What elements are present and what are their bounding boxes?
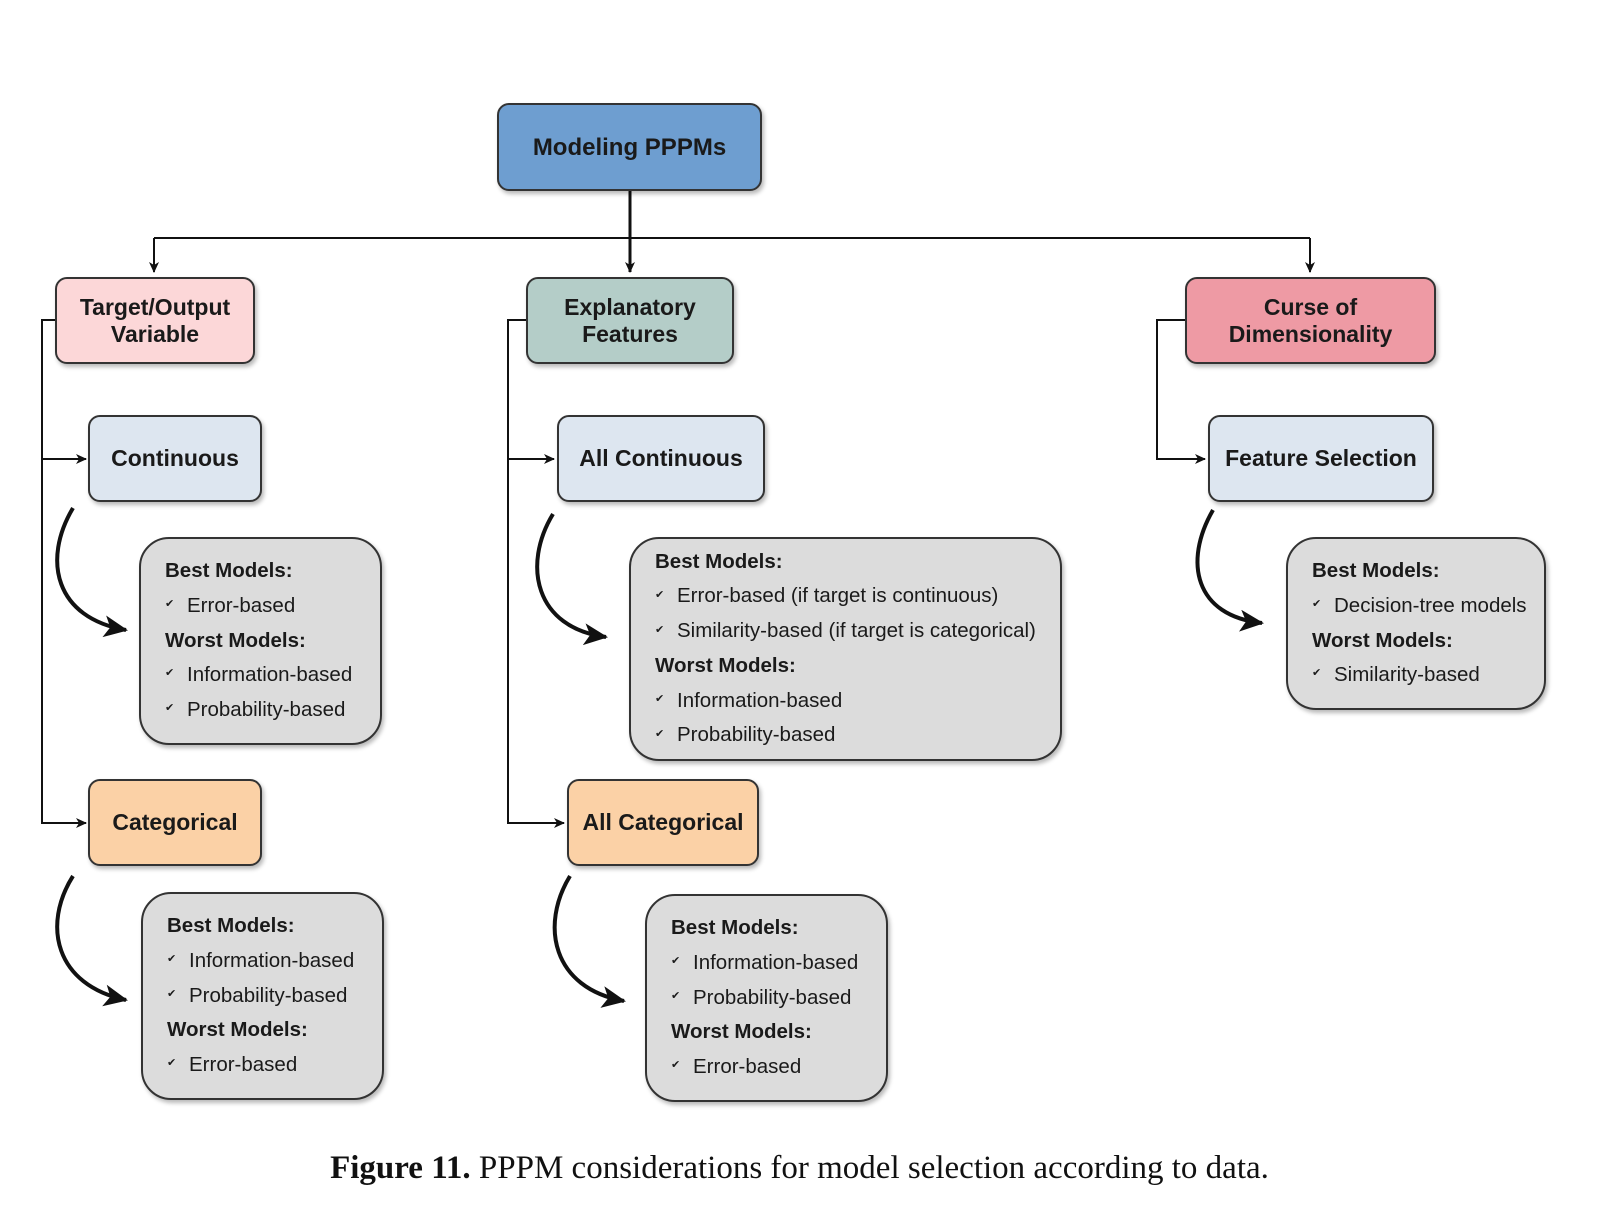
checkmark-icon: ✔ [655, 623, 665, 636]
best-models-heading: Best Models: [167, 914, 295, 938]
worst-models-heading: Worst Models: [1312, 628, 1453, 652]
all-categorical-curved-arrow [552, 874, 626, 1008]
feature-selection-node: Feature Selection [1208, 415, 1434, 502]
all-continuous-models-box: Best Models: ✔Error-based (if target is … [629, 537, 1062, 761]
list-item: ✔Error-based [165, 589, 366, 624]
checkmark-icon: ✔ [165, 702, 175, 715]
diagram-connectors [41, 190, 1315, 1008]
all-continuous-curved-arrow [535, 512, 608, 646]
list-item: ✔Information-based [655, 684, 1046, 719]
best-models-heading: Best Models: [165, 559, 293, 583]
to-feature-selection-arrow [1156, 319, 1206, 464]
checkmark-icon: ✔ [671, 1059, 681, 1072]
feature-selection-models-box: Best Models: ✔Decision-tree models Worst… [1286, 537, 1546, 710]
list-item: ✔Probability-based [165, 693, 366, 728]
modeling-pppms-label: Modeling PPPMs [532, 133, 727, 161]
checkmark-icon: ✔ [167, 1057, 177, 1070]
all-categorical-label: All Categorical [582, 809, 744, 835]
checkmark-icon: ✔ [165, 598, 175, 611]
checkmark-icon: ✔ [167, 953, 177, 966]
list-item: ✔Probability-based [655, 718, 1046, 753]
continuous-label: Continuous [111, 445, 239, 471]
to-all-categorical-arrow [507, 319, 565, 828]
feature-selection-curved-arrow [1195, 509, 1264, 632]
explanatory-features-label: Explanatory Features [564, 293, 696, 347]
list-item: ✔Probability-based [167, 979, 368, 1014]
worst-models-heading: Worst Models: [167, 1018, 308, 1042]
list-item: ✔Error-based [167, 1048, 368, 1083]
figure-caption: Figure 11. PPPM considerations for model… [0, 1150, 1599, 1187]
best-models-heading: Best Models: [655, 549, 783, 573]
to-categorical-arrow [41, 319, 87, 828]
curse-of-dimensionality-label: Curse of Dimensionality [1228, 293, 1393, 347]
list-item: ✔Error-based [671, 1050, 872, 1085]
list-item: ✔Information-based [167, 944, 368, 979]
target-output-variable-node: Target/Output Variable [55, 277, 255, 364]
feature-selection-label: Feature Selection [1225, 445, 1417, 471]
checkmark-icon: ✔ [655, 727, 665, 740]
all-categorical-node: All Categorical [567, 779, 759, 866]
worst-models-heading: Worst Models: [655, 654, 796, 677]
list-item: ✔Error-based (if target is continuous) [655, 579, 1046, 614]
figure-caption-text: PPPM considerations for model selection … [478, 1150, 1269, 1186]
list-item: ✔Decision-tree models [1312, 589, 1530, 624]
list-item: ✔Similarity-based [1312, 658, 1530, 693]
best-models-heading: Best Models: [671, 916, 799, 940]
categorical-label: Categorical [112, 809, 238, 835]
best-models-heading: Best Models: [1312, 559, 1440, 583]
categorical-models-box: Best Models: ✔Information-based ✔Probabi… [141, 892, 384, 1100]
modeling-pppms-node: Modeling PPPMs [497, 103, 762, 191]
checkmark-icon: ✔ [165, 667, 175, 680]
continuous-curved-arrow [55, 506, 128, 638]
checkmark-icon: ✔ [655, 588, 665, 601]
all-categorical-models-box: Best Models: ✔Information-based ✔Probabi… [645, 894, 888, 1102]
curse-of-dimensionality-node: Curse of Dimensionality [1185, 277, 1436, 364]
worst-models-heading: Worst Models: [671, 1020, 812, 1044]
all-continuous-node: All Continuous [557, 415, 765, 502]
categorical-node: Categorical [88, 779, 262, 866]
checkmark-icon: ✔ [167, 987, 177, 1000]
explanatory-features-node: Explanatory Features [526, 277, 734, 364]
checkmark-icon: ✔ [671, 989, 681, 1002]
figure-number: Figure 11. [330, 1150, 471, 1186]
target-output-variable-label: Target/Output Variable [79, 293, 231, 347]
list-item: ✔Information-based [165, 658, 366, 693]
all-continuous-label: All Continuous [579, 445, 743, 471]
checkmark-icon: ✔ [1312, 667, 1322, 680]
list-item: ✔Information-based [671, 946, 872, 981]
list-item: ✔Similarity-based (if target is categori… [655, 614, 1046, 649]
list-item: ✔Probability-based [671, 981, 872, 1016]
checkmark-icon: ✔ [1312, 598, 1322, 610]
checkmark-icon: ✔ [671, 955, 681, 968]
continuous-models-box: Best Models: ✔Error-based Worst Models: … [139, 537, 382, 745]
continuous-node: Continuous [88, 415, 262, 502]
worst-models-heading: Worst Models: [165, 628, 306, 652]
checkmark-icon: ✔ [655, 692, 665, 705]
categorical-curved-arrow [55, 874, 128, 1007]
